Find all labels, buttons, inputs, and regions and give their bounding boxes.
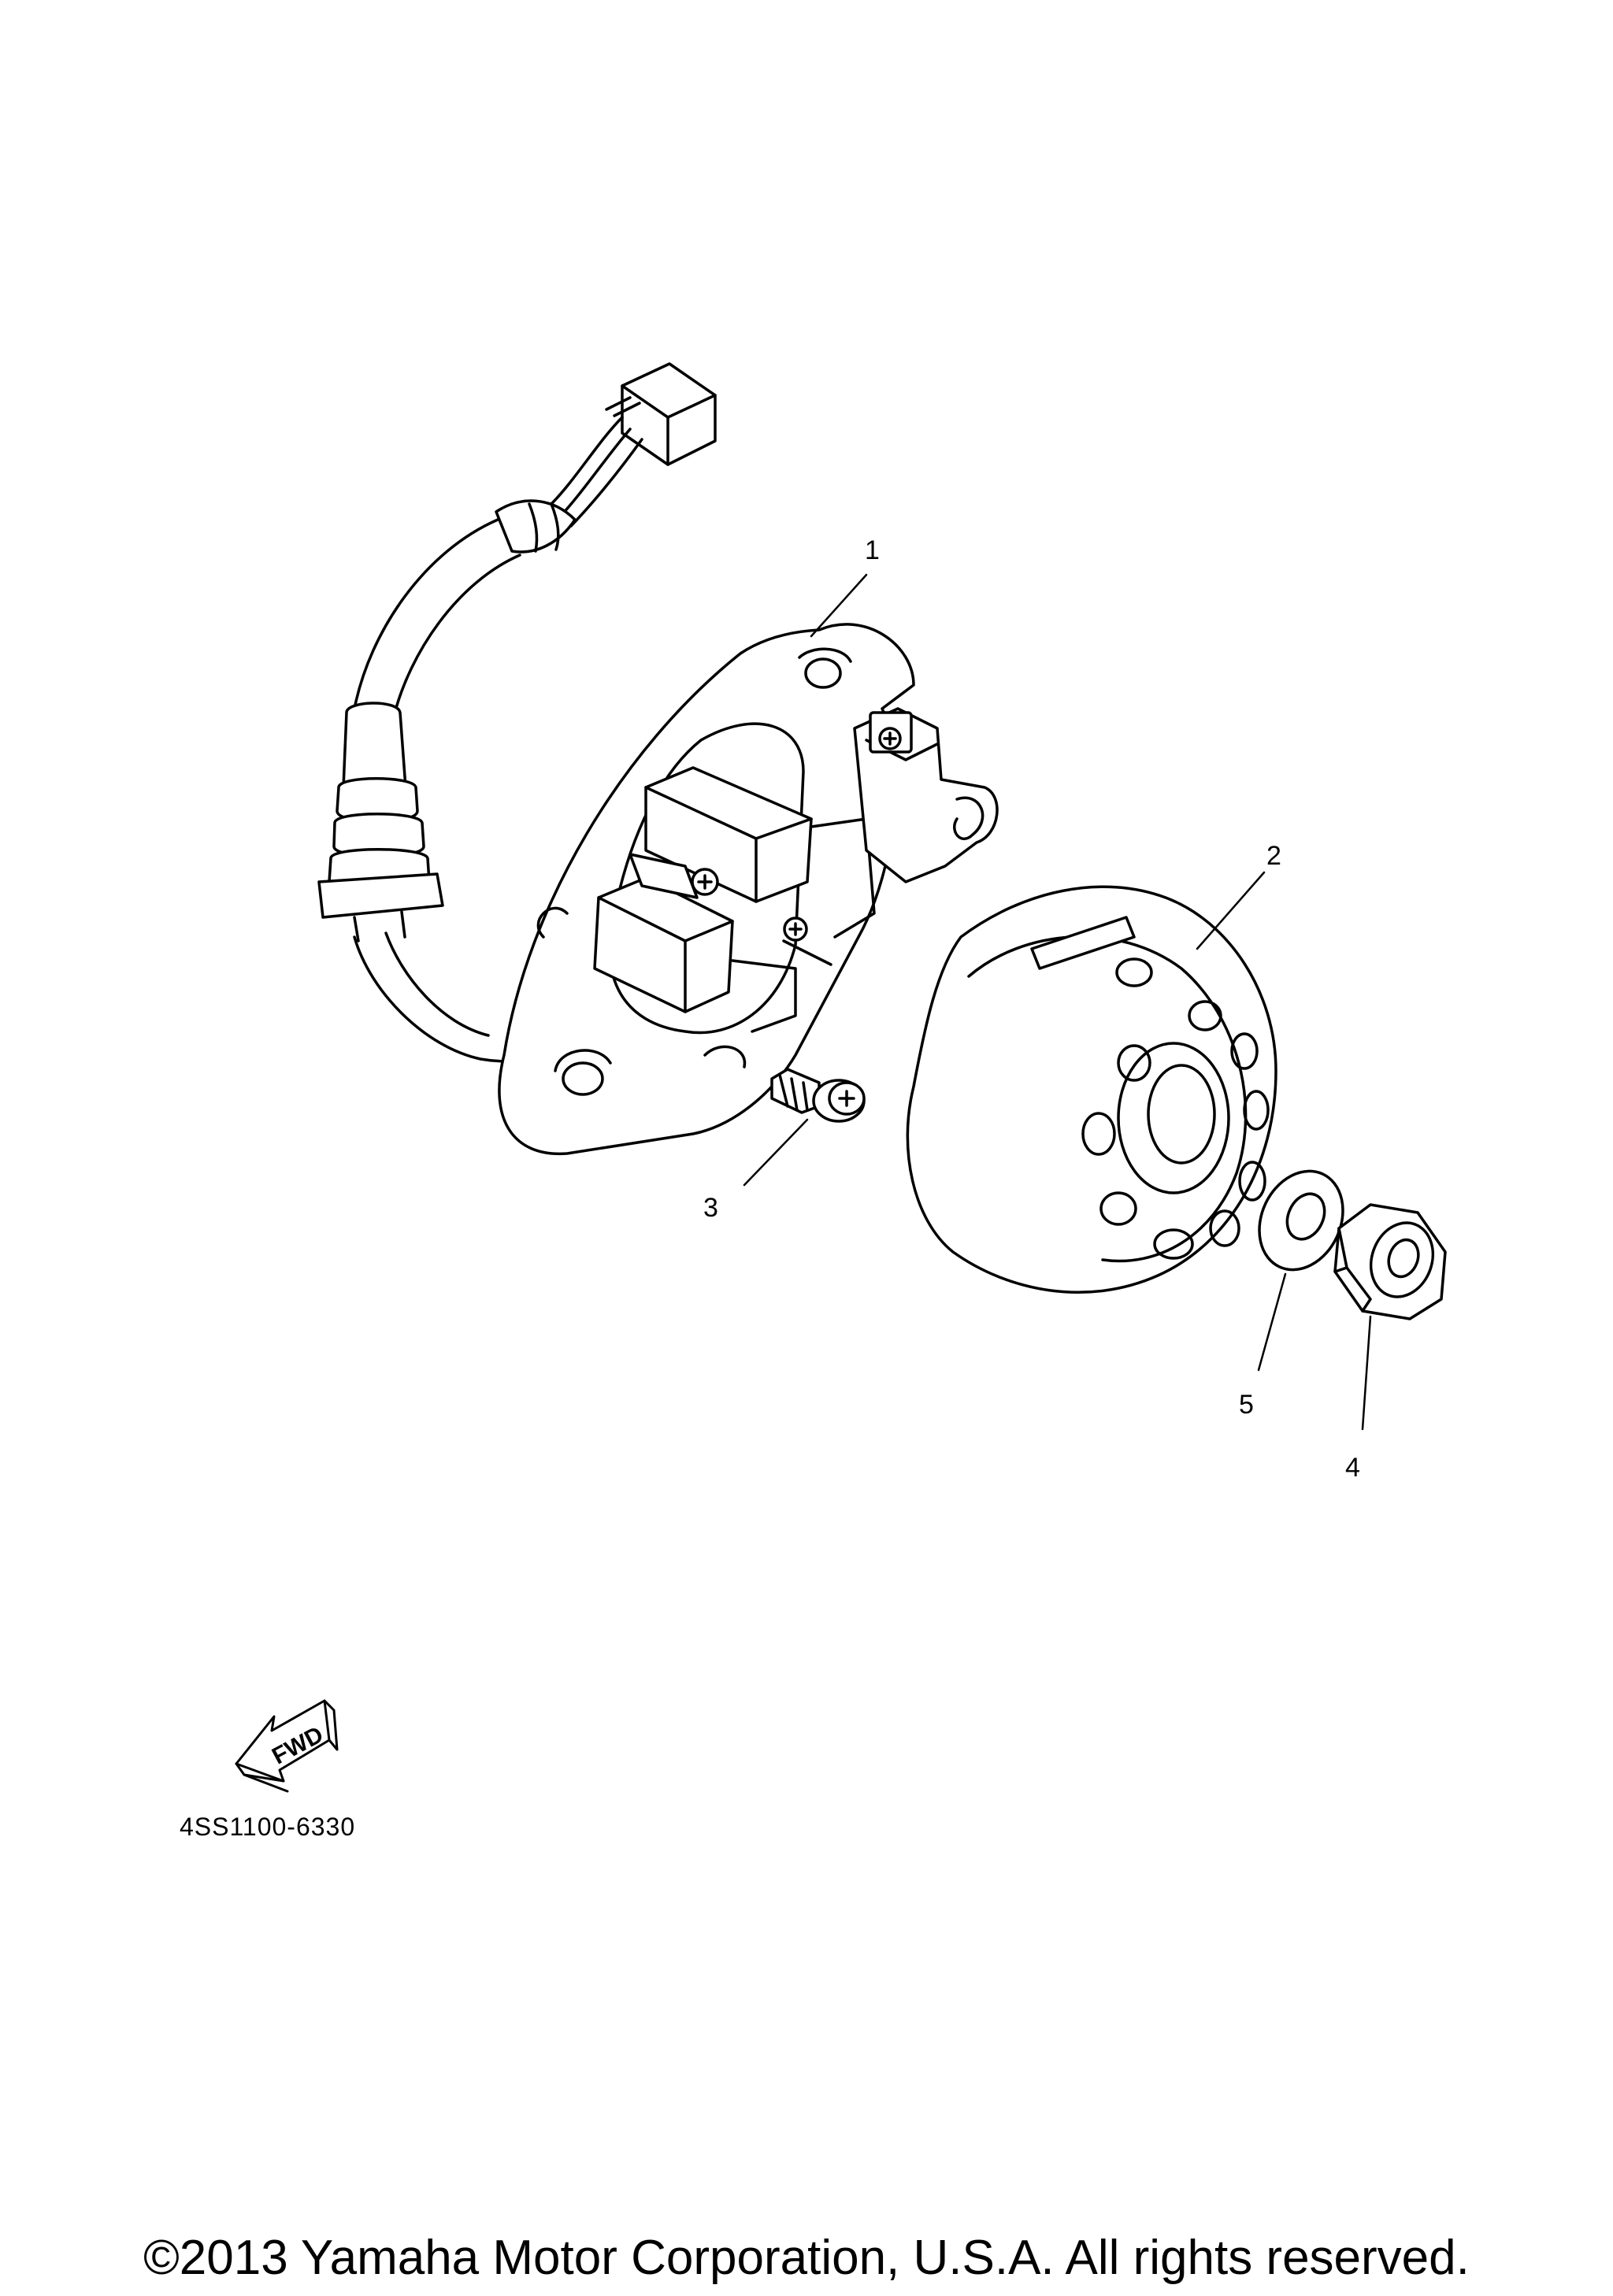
callout-1: 1 xyxy=(865,535,880,565)
callout-4: 4 xyxy=(1345,1453,1360,1483)
callout-3: 3 xyxy=(703,1193,718,1223)
leader-lines xyxy=(743,573,1372,1431)
stator-screw xyxy=(770,1068,866,1123)
wire-harness xyxy=(317,362,717,1063)
fwd-arrow-icon: FWD xyxy=(235,1699,339,1793)
callout-2: 2 xyxy=(1266,841,1281,871)
callout-numbers: 1 2 3 5 4 xyxy=(703,535,1360,1483)
diagram-reference-code: 4SS1100-6330 xyxy=(180,1813,356,1841)
nut xyxy=(1333,1203,1447,1320)
callout-5: 5 xyxy=(1239,1390,1254,1420)
copyright-notice: ©2013 Yamaha Motor Corporation, U.S.A. A… xyxy=(143,2231,1470,2285)
stator-assembly xyxy=(498,623,999,1156)
flywheel-rotor xyxy=(906,885,1277,1294)
